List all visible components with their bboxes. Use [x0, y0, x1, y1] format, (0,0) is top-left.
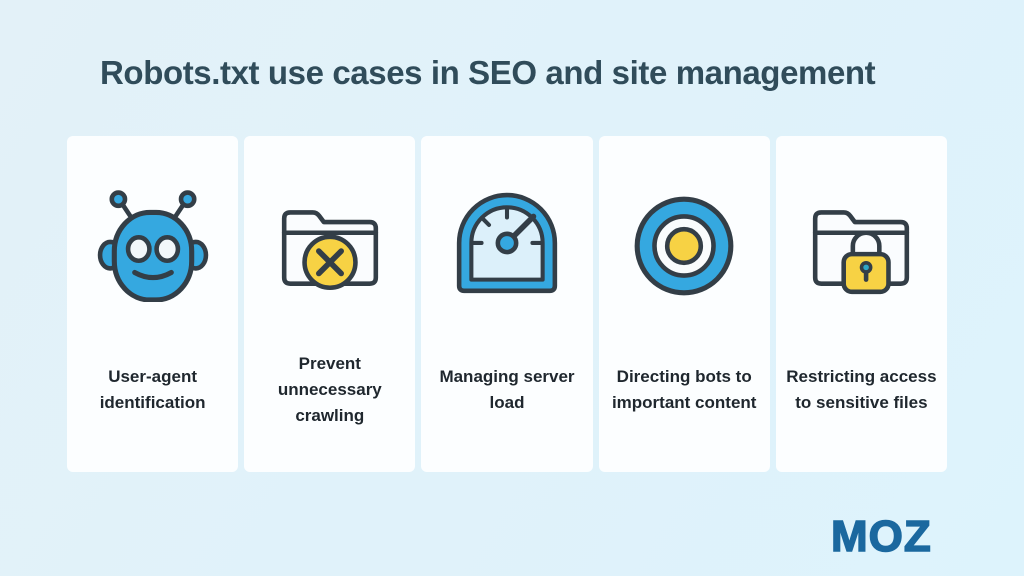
- card-managing-server-load: Managing server load: [421, 136, 593, 472]
- card-user-agent-identification: User-agent identification: [67, 136, 239, 472]
- moz-logo: MOZ: [830, 511, 932, 562]
- folder-block-icon: [244, 190, 415, 302]
- card-directing-bots: Directing bots to important content: [598, 136, 770, 472]
- target-icon: [599, 190, 770, 302]
- card-label: Restricting access to sensitive files: [786, 367, 937, 412]
- page-title: Robots.txt use cases in SEO and site man…: [100, 54, 876, 91]
- card-label: User-agent identification: [99, 367, 206, 412]
- folder-lock-icon: [776, 190, 947, 302]
- robot-icon: [67, 190, 238, 302]
- card-label: Directing bots to important content: [611, 367, 757, 412]
- use-case-card-row: User-agent identification Prevent unnece…: [67, 136, 948, 472]
- card-label: Managing server load: [439, 367, 575, 412]
- card-prevent-unnecessary-crawling: Prevent unnecessary crawling: [244, 136, 416, 472]
- speedometer-icon: [421, 190, 592, 302]
- card-restricting-access: Restricting access to sensitive files: [775, 136, 948, 472]
- card-label: Prevent unnecessary crawling: [277, 354, 382, 425]
